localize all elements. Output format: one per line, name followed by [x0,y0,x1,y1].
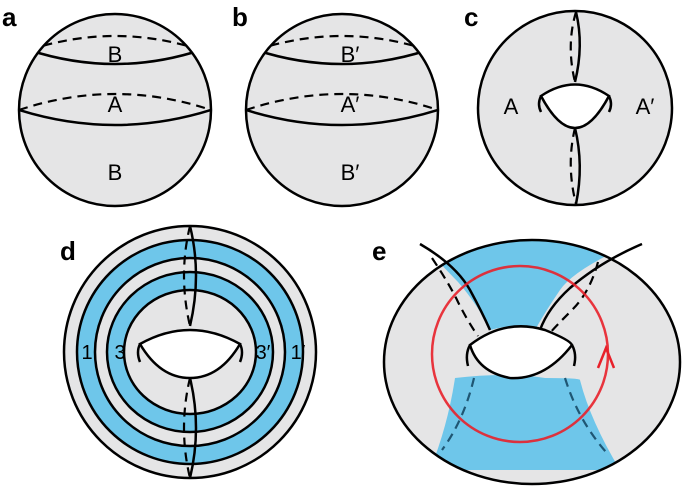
sphere-a-equator-back [19,92,211,112]
sphere-a-top-band-front [28,48,202,66]
ring-label-outer-right: 1′ [291,342,306,364]
panel-c: c A A′ [464,2,674,207]
torus-e-top-band-edge-right [538,242,643,331]
torus-c [476,9,674,207]
region-label-left: A [504,94,519,119]
sphere-b-outline [244,12,440,208]
torus-d-hole [138,328,242,380]
torus-e-top-band-edge-right-back [548,261,600,335]
sphere-b-surface [246,14,438,206]
torus-c-cut-bottom-front [573,127,582,205]
torus-c-cut-top-front [573,11,582,83]
torus-c-cut-bottom-back [569,127,578,205]
ring-label-inner-right: 3′ [256,342,271,364]
region-label-right: A′ [636,94,655,119]
torus-c-cut-top-back [569,11,578,83]
torus-c-hole-lip-right [607,95,613,113]
torus-e-hole-lip-left [465,344,472,367]
sphere-a-top-band-back [28,34,202,52]
torus-c-hole [539,83,611,130]
sphere-b-top-band-back [255,34,429,52]
sphere-b-equator-back [246,92,438,112]
torus-d-hole-lip-right [238,343,244,363]
sphere-a-equator-front [19,108,211,127]
torus-e-loop-arrowhead [596,344,616,369]
sphere-b-equator-front [246,108,438,127]
region-label-bottom: B [108,160,123,185]
panel-a: a B A B [2,2,213,208]
torus-e-bottom-band-edge-right-back [563,377,607,453]
torus-e-top-blue-band [420,240,640,330]
region-label-top: B [108,42,123,67]
torus-d [62,224,318,480]
torus-d-cut-bottom-front [188,377,198,479]
torus-e-top-band-edge-left-back [431,257,479,337]
panel-b: b B′ A′ B′ [232,2,440,208]
torus-d-cut-bottom-back [182,377,192,479]
region-label-middle: A′ [341,92,360,117]
torus-e-hole-lip-right [570,344,577,367]
region-label-top: B′ [341,42,360,67]
torus-d-cut-top-back [182,225,192,327]
ring-label-outer-left: 1 [81,342,92,364]
panel-d: d 1 3 3′ 1′ [60,224,318,480]
sphere-a-outline [17,12,213,208]
panel-letter-d: d [60,236,76,266]
torus-c-hole-lip-left [537,95,543,113]
torus-e-outline [382,238,682,486]
sphere-a [17,12,213,208]
sphere-b [244,12,440,208]
torus-e-bottom-band-edge-left-back [441,377,476,451]
torus-e [382,238,682,486]
region-label-bottom: B′ [341,160,360,185]
panel-letter-e: e [372,236,386,266]
panel-e: e [372,236,682,486]
region-label-middle: A [108,92,123,117]
panel-letter-b: b [232,2,248,32]
torus-e-top-band-edge-left [419,242,492,331]
torus-e-hole [468,325,574,380]
torus-d-cut-top-front [188,225,198,327]
panel-letter-a: a [2,2,17,32]
ring-label-inner-left: 3 [114,342,125,364]
torus-d-hole-lip-left [136,343,142,363]
sphere-b-top-band-front [255,48,429,66]
sphere-a-surface [19,14,211,206]
panel-letter-c: c [464,2,478,32]
